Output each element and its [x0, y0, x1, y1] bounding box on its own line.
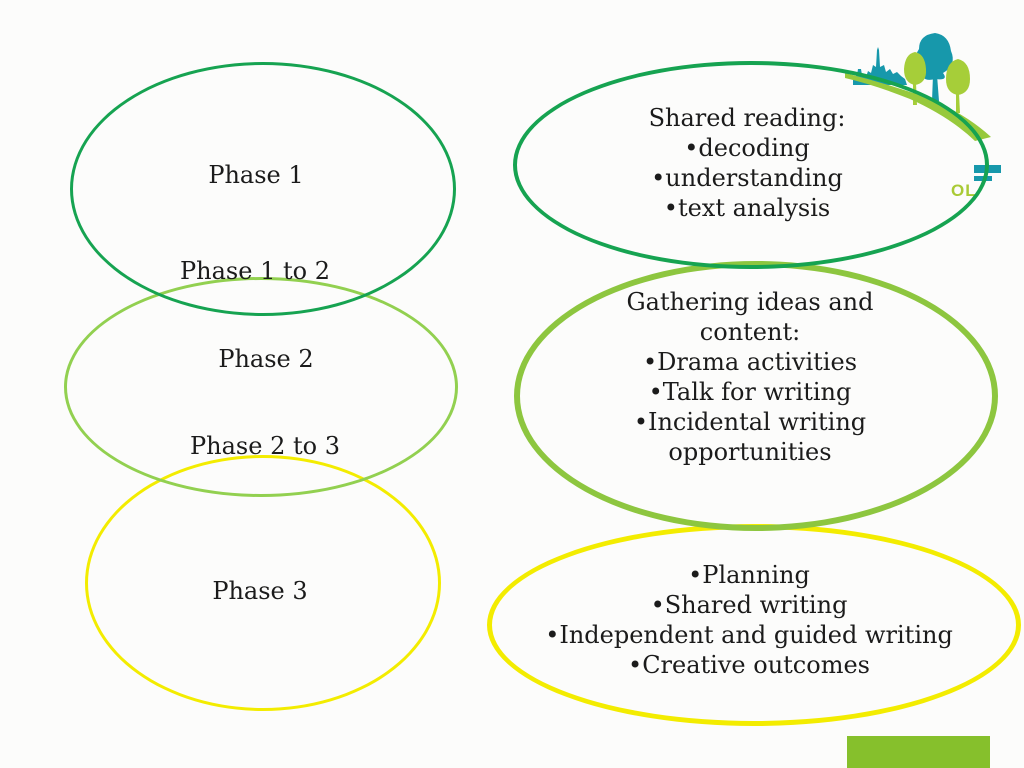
accent-bar — [847, 736, 990, 768]
green-tree-right-icon — [946, 59, 970, 95]
green-tree-left-icon — [904, 52, 927, 85]
shared-reading-title: Shared reading: — [648, 104, 846, 132]
gathering-ideas-title: content: — [699, 318, 801, 346]
gathering-ideas-bullet: •Incidental writing — [633, 408, 867, 436]
teal-tree-trunk-icon — [932, 75, 939, 101]
gathering-ideas-bullet: •Drama activities — [642, 348, 858, 376]
gathering-ideas-text: Gathering ideas and content: •Drama acti… — [514, 287, 986, 467]
shared-reading-bullet: •decoding — [684, 134, 810, 162]
writing-outcomes-bullet: •Shared writing — [650, 591, 848, 619]
gathering-ideas-bullet: opportunities — [668, 438, 832, 466]
writing-outcomes-bullet: •Creative outcomes — [628, 651, 870, 679]
phase-3-label: Phase 3 — [212, 577, 308, 605]
shared-reading-bullet: •text analysis — [663, 194, 831, 222]
gathering-ideas-bullet: •Talk for writing — [648, 378, 852, 406]
shared-reading-ellipse — [513, 61, 989, 269]
phase-2-to-3-label: Phase 2 to 3 — [190, 432, 340, 460]
writing-outcomes-bullet: •Independent and guided writing — [545, 621, 953, 649]
writing-outcomes-text: •Planning •Shared writing •Independent a… — [487, 560, 1011, 680]
phase-2-label: Phase 2 — [218, 345, 314, 373]
green-tree-right-trunk-icon — [956, 93, 960, 113]
phase-1-to-2-label: Phase 1 to 2 — [180, 257, 330, 285]
phase-1-ellipse — [70, 62, 456, 316]
gathering-ideas-title: Gathering ideas and — [626, 288, 874, 316]
shared-reading-text: Shared reading: •decoding •understanding… — [513, 103, 981, 223]
phase-1-label: Phase 1 — [208, 161, 304, 189]
writing-outcomes-bullet: •Planning — [688, 561, 810, 589]
shared-reading-bullet: •understanding — [651, 164, 843, 192]
